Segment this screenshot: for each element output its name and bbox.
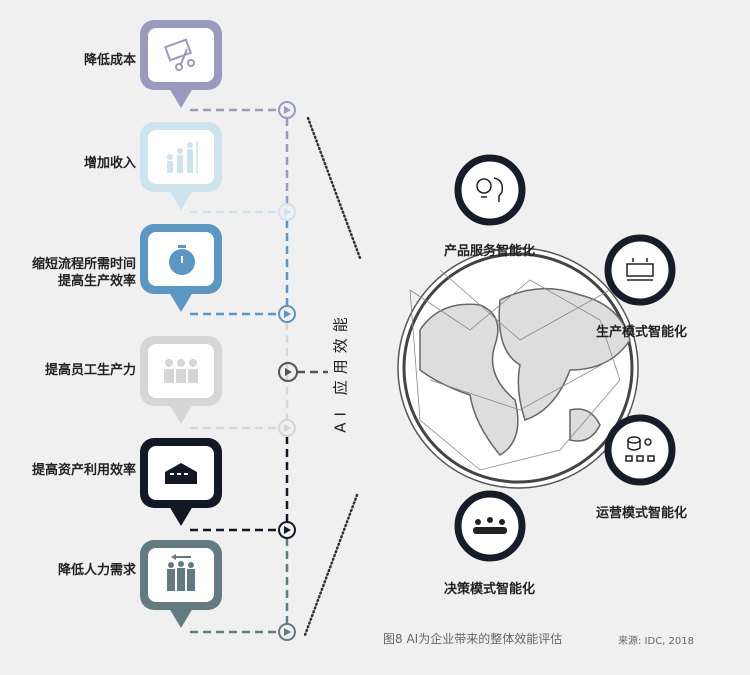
benefit-label-shorten-process: 缩短流程所需时间提高生产效率 (32, 256, 136, 290)
card-scissors-icon (163, 38, 195, 71)
stopwatch-icon (169, 245, 195, 275)
center-label: AI 应用效能 (331, 311, 350, 433)
label-line: 提高生产效率 (57, 274, 136, 289)
source-note: 来源: IDC, 2018 (618, 636, 694, 647)
benefit-pin-employee-productivity (140, 336, 222, 424)
globe-icon (397, 247, 639, 489)
growth-chart-icon (167, 141, 198, 173)
node-label-product-service: 产品服务智能化 (444, 244, 536, 259)
benefit-pin-asset-efficiency (140, 438, 222, 526)
factory-icon (626, 258, 654, 281)
meeting-icon (473, 517, 507, 534)
lightbulb-head-icon (476, 177, 504, 202)
benefit-label-reduce-cost: 降低成本 (83, 53, 136, 68)
warehouse-icon (165, 463, 197, 484)
benefit-label-reduce-labor: 降低人力需求 (57, 563, 136, 578)
benefit-pin-shorten-process (140, 224, 222, 312)
benefit-label-employee-productivity: 提高员工生产力 (44, 363, 136, 378)
benefit-pin-increase-revenue (140, 122, 222, 210)
employees-icon (164, 359, 198, 383)
label-line: 缩短流程所需时间 (31, 257, 136, 272)
benefit-pin-reduce-cost (140, 20, 222, 108)
benefit-label-asset-efficiency: 提高资产利用效率 (31, 463, 136, 478)
benefit-pin-reduce-labor (140, 540, 222, 628)
benefit-label-increase-revenue: 增加收入 (83, 156, 136, 171)
figure-caption: 图8 AI为企业带来的整体效能评估 (383, 632, 563, 646)
node-label-operation: 运营模式智能化 (596, 506, 688, 521)
node-label-production: 生产模式智能化 (596, 325, 688, 340)
database-network-icon (625, 436, 655, 462)
node-label-decision: 决策模式智能化 (444, 582, 536, 597)
people-reduce-icon (167, 554, 195, 591)
